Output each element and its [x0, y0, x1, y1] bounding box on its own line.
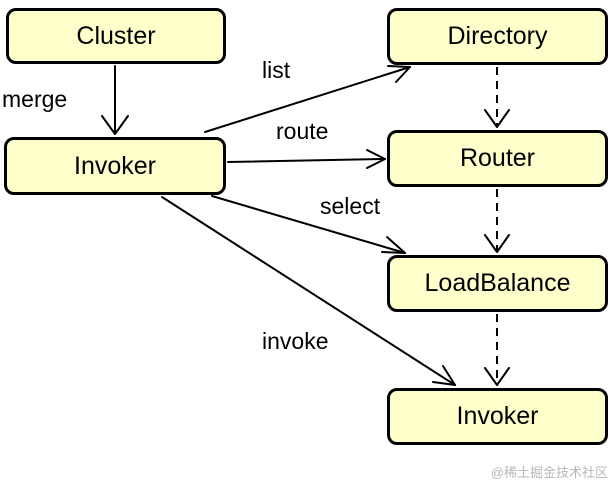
cluster-node: Cluster — [6, 8, 226, 64]
cluster-node-label: Cluster — [76, 21, 156, 50]
edge-invoke-line — [161, 196, 456, 386]
edge-list-arrowhead — [387, 65, 411, 83]
target-invoker-node-label: Invoker — [456, 402, 539, 430]
invoker-node: Invoker — [4, 137, 226, 195]
edge-router-lb-arrowhead — [484, 234, 510, 253]
edge-select-line — [211, 195, 406, 254]
edge-label-route: route — [276, 118, 329, 144]
edge-route-line — [227, 158, 386, 163]
edge-directory-router-arrowhead — [484, 109, 510, 128]
edge-label-select: select — [320, 193, 381, 219]
edge-route-arrowhead — [366, 149, 386, 169]
invoker-node-label: Invoker — [74, 151, 156, 180]
target-invoker-node: Invoker — [387, 388, 608, 445]
directory-node-label: Directory — [447, 22, 548, 50]
edge-merge-arrowhead — [101, 115, 129, 135]
directory-node: Directory — [387, 8, 608, 65]
edge-list-line — [204, 66, 411, 133]
router-node-label: Router — [459, 144, 536, 172]
router-node: Router — [387, 130, 608, 187]
watermark-text: @稀土掘金技术社区 — [490, 465, 608, 480]
edge-label-list: list — [262, 57, 291, 83]
edge-invoke-arrowhead — [432, 365, 456, 386]
loadbalance-node: LoadBalance — [387, 255, 608, 312]
edge-select-arrowhead — [381, 236, 406, 254]
edge-label-merge: merge — [2, 86, 68, 112]
loadbalance-node-label: LoadBalance — [424, 269, 571, 297]
edge-label-invoke: invoke — [262, 328, 329, 354]
edge-lb-invoker-arrowhead — [484, 367, 510, 386]
